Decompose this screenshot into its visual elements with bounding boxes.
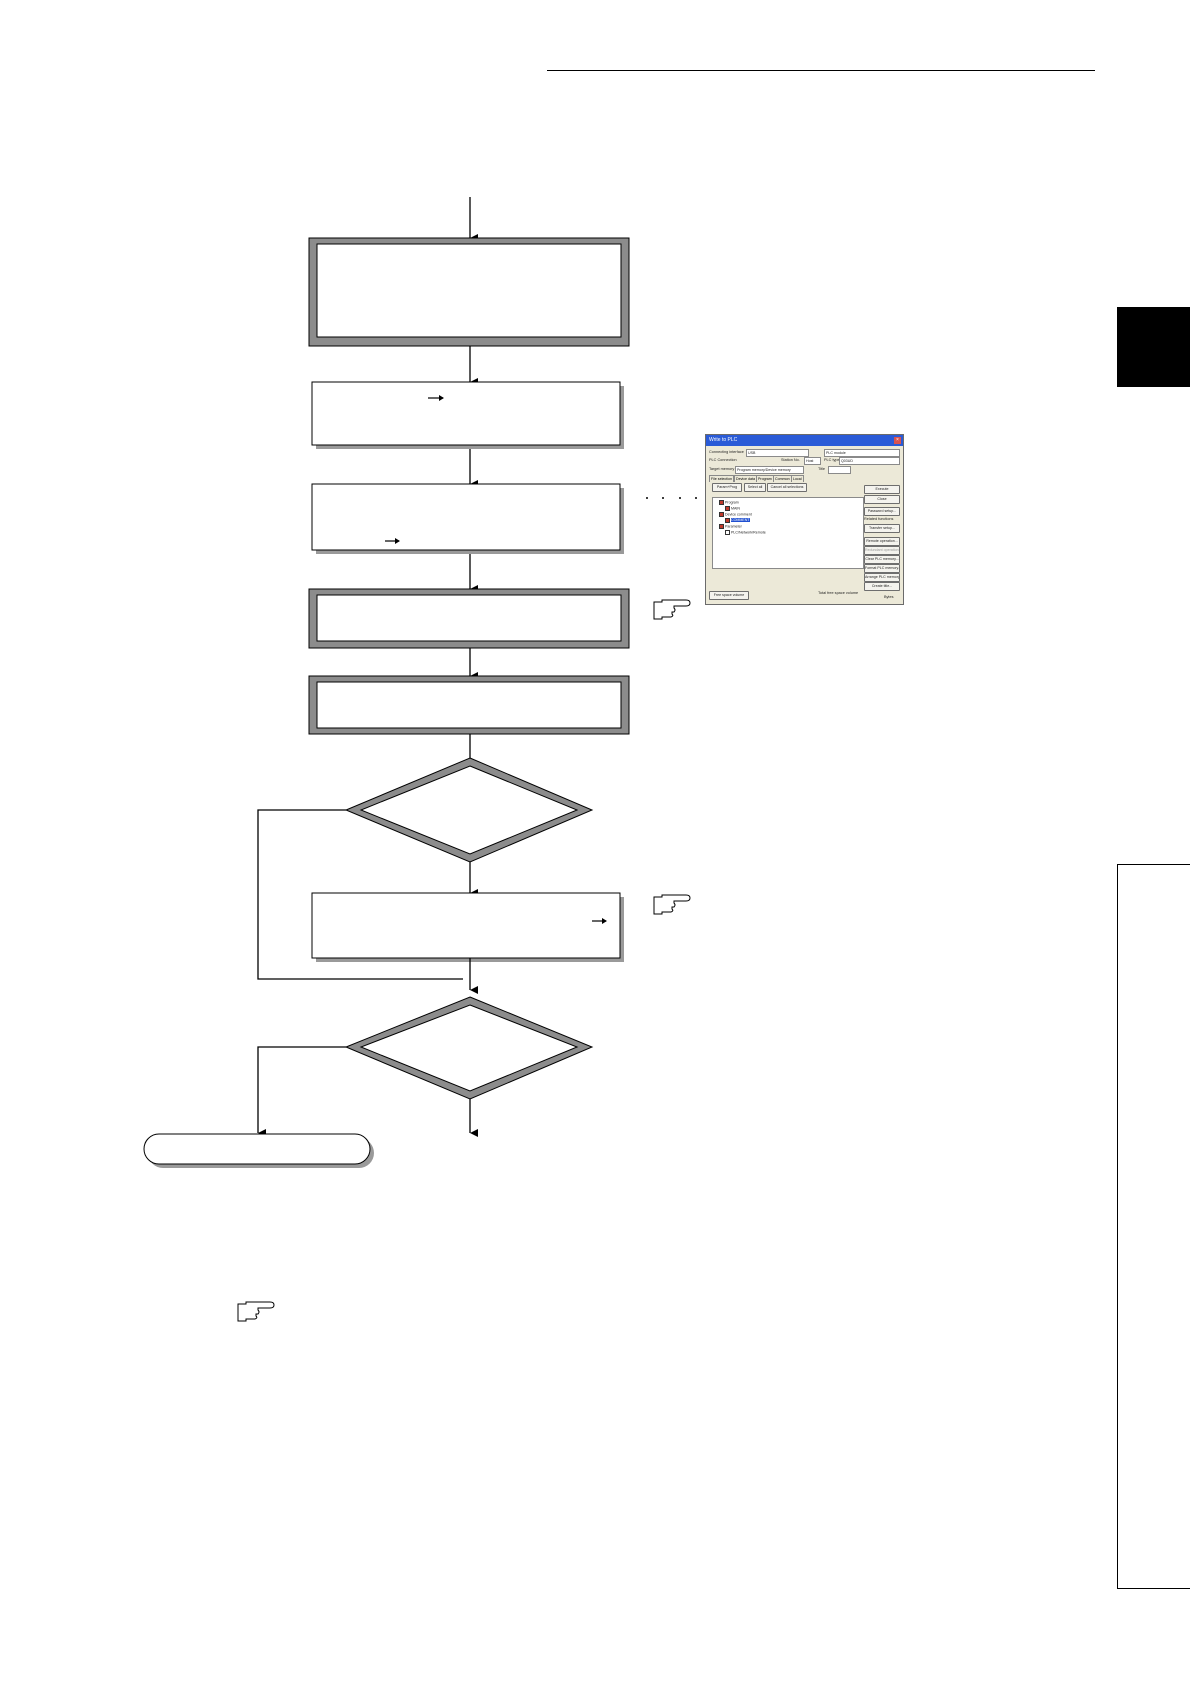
- plc-module-field[interactable]: PLC module: [824, 449, 900, 457]
- plc-connection-label: PLC Connection: [709, 458, 737, 462]
- plc-type-label: PLC type: [824, 458, 840, 462]
- step-box-3: [311, 483, 624, 554]
- target-memory-label: Target memory: [709, 467, 735, 471]
- pointing-hand-icon: [653, 599, 691, 620]
- related-functions-label: Related functions: [864, 517, 894, 521]
- select-all-button[interactable]: Select all: [744, 483, 766, 492]
- tab-common[interactable]: Common: [773, 475, 792, 482]
- close-button[interactable]: Close: [864, 495, 900, 504]
- title-field[interactable]: [828, 466, 851, 474]
- tab-local[interactable]: Local: [791, 475, 804, 482]
- pointing-hand-icon: [653, 894, 691, 915]
- terminal-box: [143, 1133, 374, 1168]
- transfer-setup-button[interactable]: Transfer setup...: [864, 524, 900, 533]
- create-title-button[interactable]: Create title...: [864, 582, 900, 591]
- step-box-5: [308, 675, 630, 735]
- flow-branch-bypass: [257, 809, 463, 980]
- redundant-operation-button[interactable]: Redundant operation...: [864, 546, 900, 555]
- close-icon: ×: [894, 437, 901, 444]
- bytes-label: Bytes: [884, 595, 894, 599]
- connecting-interface-field[interactable]: USB: [746, 449, 809, 457]
- tree-item-main[interactable]: MAIN: [725, 506, 740, 511]
- tab-file-selection[interactable]: File selection: [709, 475, 734, 482]
- tab-device-data[interactable]: Device data: [734, 475, 757, 482]
- step-box-6: [311, 892, 624, 962]
- clear-plc-memory-button[interactable]: Clear PLC memory...: [864, 555, 900, 564]
- tab-program[interactable]: Program: [756, 475, 774, 482]
- step-box-4: [308, 588, 630, 649]
- step-box-1: [308, 237, 630, 347]
- tree-item-parameter[interactable]: Parameter: [719, 524, 742, 529]
- tree-item-comment[interactable]: COMMENT: [725, 518, 750, 523]
- param-prog-button[interactable]: Param+Prog: [712, 483, 742, 492]
- target-memory-select[interactable]: Program memory/Device memory: [735, 466, 804, 474]
- tree-item-device-comment[interactable]: Device comment: [719, 512, 752, 517]
- total-free-space-label: Total free space volume: [818, 591, 859, 595]
- plc-type-field[interactable]: Q03UD: [839, 457, 900, 465]
- dialog-title-bar: Write to PLC ×: [706, 435, 903, 446]
- step-box-2: [311, 381, 624, 449]
- write-to-plc-dialog-screenshot: Write to PLC × Connecting interface USB …: [705, 434, 904, 605]
- file-tree[interactable]: Program MAIN Device comment COMMENT Para…: [712, 497, 864, 569]
- free-space-volume-button[interactable]: Free space volume: [709, 591, 749, 600]
- chapter-tab: [1117, 307, 1190, 387]
- tree-item-program[interactable]: Program: [719, 500, 739, 505]
- decision-diamond-2: [344, 996, 594, 1100]
- dialog-title: Write to PLC: [709, 437, 738, 443]
- format-plc-memory-button[interactable]: Format PLC memory...: [864, 564, 900, 573]
- password-setup-button[interactable]: Password setup...: [864, 507, 900, 516]
- connecting-interface-label: Connecting interface: [709, 450, 744, 454]
- flow-branch-left: [257, 1046, 346, 1137]
- station-no-field[interactable]: Host: [804, 457, 821, 465]
- leader-dots: [646, 497, 697, 499]
- decision-diamond-1: [344, 757, 594, 863]
- remote-operation-button[interactable]: Remote operation...: [864, 537, 900, 546]
- arrange-plc-memory-button[interactable]: Arrange PLC memory...: [864, 573, 900, 582]
- title-label: Title: [818, 467, 826, 471]
- station-no-label: Station No.: [781, 458, 800, 462]
- side-index-rail: [1117, 864, 1190, 1589]
- cancel-all-selections-button[interactable]: Cancel all selections: [767, 483, 807, 492]
- pointing-hand-icon: [237, 1301, 275, 1322]
- header-rule: [547, 70, 1095, 71]
- execute-button[interactable]: Execute: [864, 485, 900, 494]
- tree-item-plc-network-remote[interactable]: PLC/Network/Remote: [725, 530, 766, 535]
